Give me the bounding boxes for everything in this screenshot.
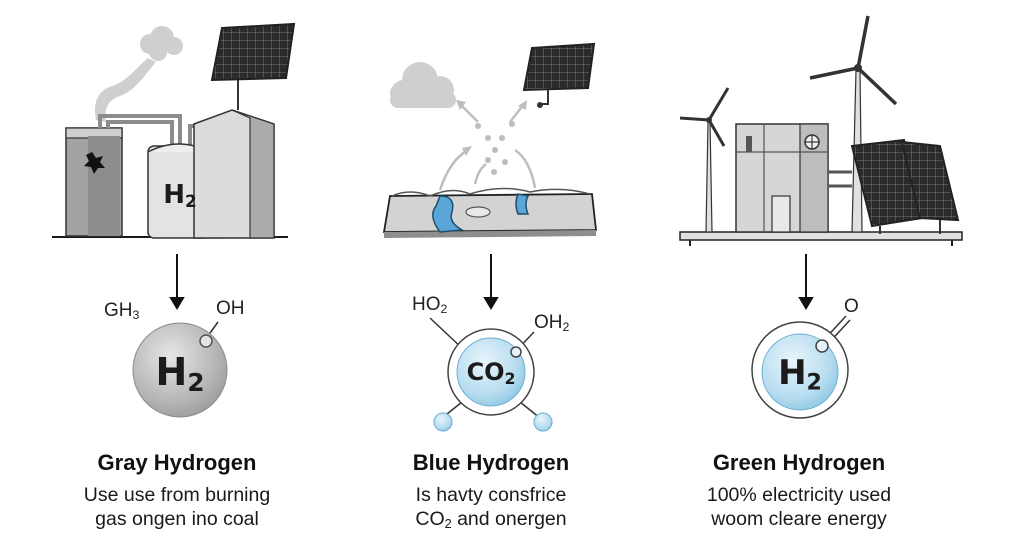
blue-right-formula: OH2 — [534, 312, 570, 335]
arrow-heads — [456, 100, 527, 156]
green-desc-line-1: 100% electricity used — [706, 484, 892, 506]
green-ball-formula: H2 — [778, 353, 822, 396]
gray-desc-line-1: Use use from burning — [83, 484, 271, 506]
emission-dots — [475, 121, 515, 175]
green-right-formula: O — [844, 296, 859, 317]
blue-molecule — [429, 317, 553, 432]
gray-left-formula: GH3 — [104, 300, 140, 323]
emission-arrows — [438, 101, 537, 191]
green-hydrogen-description: 100% electricity used woom cleare energy — [649, 483, 949, 531]
gray-molecule — [132, 321, 228, 418]
blue-desc-line-2: CO2 and onergen — [415, 508, 567, 532]
gear-icon — [84, 152, 105, 174]
green-hydrogen-title: Green Hydrogen — [712, 450, 886, 475]
blue-left-formula: HO2 — [412, 294, 448, 317]
green-desc-line-2: woom cleare energy — [711, 508, 887, 530]
blue-hydrogen-scene — [382, 42, 598, 238]
blue-hydrogen-title: Blue Hydrogen — [412, 450, 570, 475]
gray-desc-line-2: gas ongen ino coal — [95, 508, 259, 530]
gray-hydrogen-description: Use use from burning gas ongen ino coal — [27, 483, 327, 531]
gray-hydrogen-plant — [52, 22, 296, 239]
green-hydrogen-plant — [679, 15, 963, 246]
solar-panel-icon — [522, 42, 596, 108]
gray-ball-formula: H2 — [155, 350, 205, 398]
gray-right-formula: OH — [216, 298, 245, 319]
plant-h2-label: H2 — [163, 180, 197, 212]
cloud-icon — [390, 62, 456, 108]
solar-panel-icon — [850, 138, 960, 234]
blue-ball-formula: CO2 — [466, 358, 516, 388]
green-molecule — [751, 315, 851, 419]
gray-hydrogen-title: Gray Hydrogen — [97, 450, 257, 475]
electrolyzer-building — [735, 123, 852, 233]
blue-hydrogen-description: Is havty consfrice CO2 and onergen — [341, 483, 641, 536]
blue-desc-line-1: Is havty consfrice — [415, 484, 567, 506]
factory-building — [193, 109, 275, 239]
arrow-down-icon — [169, 254, 814, 310]
smoke-cloud-icon — [94, 26, 183, 122]
solar-panel-icon — [210, 22, 296, 110]
storage-tank — [65, 127, 123, 237]
wind-turbine-icon — [679, 87, 730, 233]
